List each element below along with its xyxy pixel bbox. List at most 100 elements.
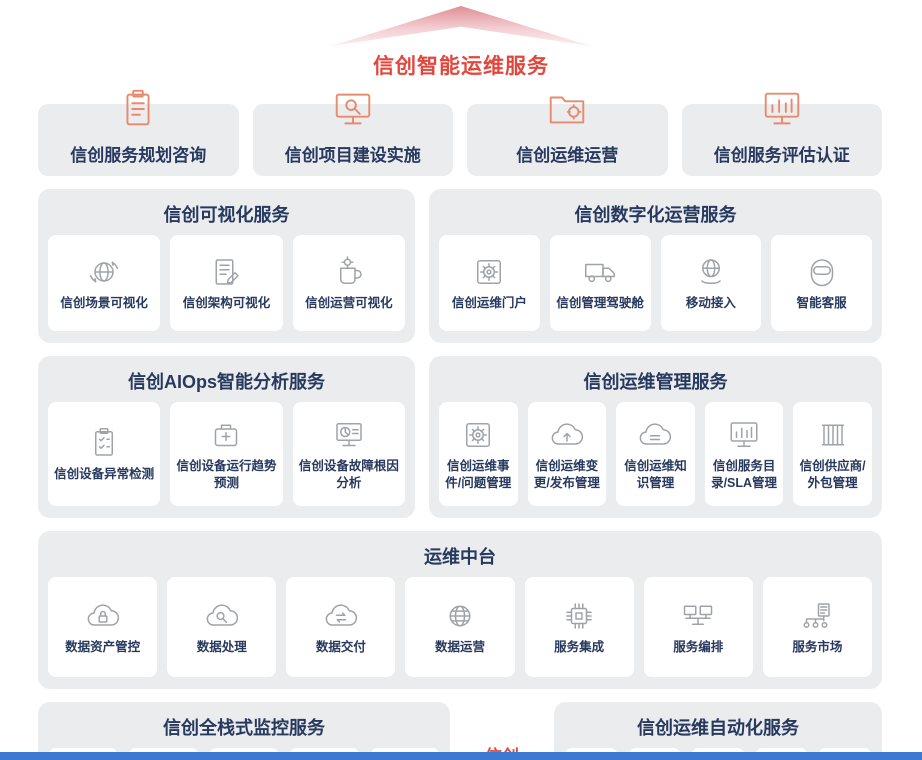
section-middle-platform: 运维中台 数据资产管控 数据处理 数据交付 数据运营 [38,531,882,689]
service-card-label: 信创服务目录/SLA管理 [711,459,778,490]
globe-sync-icon [86,254,122,290]
service-card: 信创运维事件/问题管理 [439,402,518,506]
monitor-pie-icon [331,417,367,453]
card-list: 信创设备异常检测 信创设备运行趋势预测 信创设备故障根因分析 [48,402,405,506]
row-aiops-management: 信创AIOps智能分析服务 信创设备异常检测 信创设备运行趋势预测 信创设备故障… [38,356,882,518]
service-card-label: 信创架构可视化 [182,296,271,311]
service-card: 信创服务目录/SLA管理 [704,402,784,506]
service-card-label: 移动接入 [685,296,736,311]
top-box-operation: 信创运维运营 [467,104,668,176]
document-edit-icon [208,254,244,290]
service-card-label: 服务集成 [554,640,605,655]
service-card-label: 信创运营可视化 [305,296,393,311]
section-title: 信创数字化运营服务 [574,205,737,225]
service-card-label: 信创管理驾驶舱 [556,296,644,311]
cloud-upload-icon [549,417,585,453]
truck-icon [582,254,618,290]
service-card: 信创运维门户 [439,235,540,331]
monitor-chart-icon [726,417,762,453]
service-card-label: 信创设备异常检测 [54,467,155,482]
service-card: 信创运营可视化 [292,235,405,331]
section-title: 信创全栈式监控服务 [163,718,325,738]
top-service-row: 信创服务规划咨询 信创项目建设实施 信创运维运营 信创服务评估认证 [38,104,882,176]
service-card-label: 服务编排 [673,640,724,655]
diagram-content: 信创服务规划咨询 信创项目建设实施 信创运维运营 信创服务评估认证 信创可视化服… [38,84,882,760]
service-card: 服务编排 [643,577,753,677]
service-card-label: 信创场景可视化 [60,296,148,311]
service-card-label: 信创运维事件/问题管理 [445,459,512,490]
cloud-transfer-icon [323,598,359,634]
section-title: 信创运维自动化服务 [637,718,799,738]
monitor-chart-icon [759,86,805,132]
gear-panel-icon [471,254,507,290]
service-card: 数据处理 [167,577,277,677]
globe-icon [442,598,478,634]
section-ops-management: 信创运维管理服务 信创运维事件/问题管理 信创运维变更/发布管理 信创运维知识管… [429,356,882,518]
service-card: 数据资产管控 [48,577,158,677]
service-card: 信创管理驾驶舱 [549,235,651,331]
card-list: 信创场景可视化 信创架构可视化 信创运营可视化 [48,235,405,331]
folder-gear-icon [544,86,590,132]
cloud-search-icon [204,598,240,634]
card-list: 数据资产管控 数据处理 数据交付 数据运营 服务集成 [48,577,872,677]
section-title: 信创可视化服务 [163,205,290,225]
service-card-label: 服务市场 [792,640,843,655]
service-card-label: 信创运维变更/发布管理 [533,459,600,490]
top-box-planning: 信创服务规划咨询 [38,104,239,176]
globe-access-icon [693,254,729,290]
service-card: 服务市场 [762,577,872,677]
service-card: 信创供应商/外包管理 [793,402,872,506]
top-box-label: 信创服务评估认证 [713,146,850,165]
service-card-label: 信创运维知识管理 [624,459,687,490]
service-card: 信创设备异常检测 [48,402,161,506]
service-card: 信创场景可视化 [48,235,161,331]
service-card: 信创设备故障根因分析 [292,402,405,506]
container-icon [815,417,851,453]
service-card-label: 数据处理 [196,640,247,655]
bottom-accent-bar [0,752,922,760]
checklist-icon [86,425,122,461]
service-card-label: 信创供应商/外包管理 [799,459,866,490]
gear-panel-icon [460,417,496,453]
monitor-search-icon [330,86,376,132]
workstation-icon [680,598,716,634]
service-card: 信创设备运行趋势预测 [170,402,283,506]
pyramid-arrow-shape [331,6,591,46]
service-card-label: 数据运营 [434,640,485,655]
top-box-label: 信创项目建设实施 [284,146,421,165]
service-card-label: 信创运维门户 [451,296,527,311]
section-title: 信创AIOps智能分析服务 [127,372,325,392]
section-title: 运维中台 [424,547,496,567]
service-card: 数据运营 [405,577,515,677]
top-box-certification: 信创服务评估认证 [681,104,882,176]
service-card-label: 信创设备故障根因分析 [298,459,399,490]
top-box-label: 信创服务规划咨询 [70,146,207,165]
clipboard-report-icon [115,86,161,132]
service-card: 移动接入 [660,235,762,331]
service-card: 信创运维知识管理 [616,402,695,506]
service-card-label: 数据交付 [315,640,366,655]
cloud-docs-icon [637,417,673,453]
page-title: 信创智能运维服务 [373,55,549,78]
section-title: 信创运维管理服务 [583,372,728,392]
top-box-label: 信创运维运营 [516,146,619,165]
row-visualization-digital: 信创可视化服务 信创场景可视化 信创架构可视化 信创运营可视化 [38,189,882,343]
service-card: 服务集成 [524,577,634,677]
service-card: 智能客服 [771,235,872,331]
chip-icon [561,598,597,634]
cloud-lock-icon [85,598,121,634]
card-list: 信创运维事件/问题管理 信创运维变更/发布管理 信创运维知识管理 信创服务目录/… [439,402,872,506]
smart-assistant-icon [804,254,840,290]
top-box-implementation: 信创项目建设实施 [252,104,453,176]
section-visualization: 信创可视化服务 信创场景可视化 信创架构可视化 信创运营可视化 [38,189,415,343]
service-card-label: 智能客服 [796,296,847,311]
medkit-icon [208,417,244,453]
service-card-label: 数据资产管控 [65,640,141,655]
service-network-icon [799,598,835,634]
service-card: 信创架构可视化 [170,235,283,331]
service-card: 数据交付 [286,577,396,677]
service-card: 信创运维变更/发布管理 [527,402,607,506]
service-card-label: 信创设备运行趋势预测 [176,459,277,490]
card-list: 信创运维门户 信创管理驾驶舱 移动接入 智能客服 [439,235,872,331]
